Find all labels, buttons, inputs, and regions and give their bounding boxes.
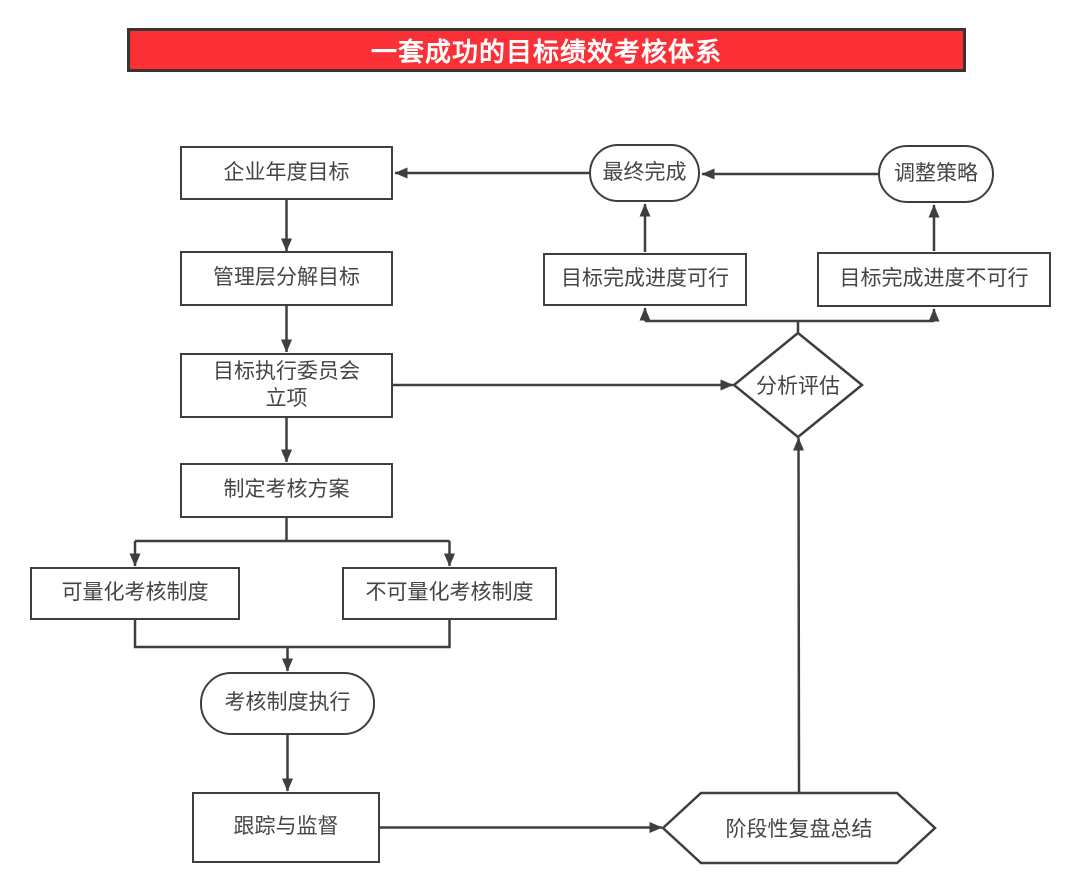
node-review-summary: 阶段性复盘总结 <box>663 793 935 863</box>
edge-plan-split-trunk <box>135 517 450 543</box>
node-label: 目标完成进度不可行 <box>839 267 1029 291</box>
node-nonquantifiable-system: 不可量化考核制度 <box>342 567 557 620</box>
edge-review-to-analyze <box>793 437 805 793</box>
node-progress-feasible: 目标完成进度可行 <box>543 253 747 306</box>
node-adjust-strategy: 调整策略 <box>878 145 994 203</box>
node-annual-goal: 企业年度目标 <box>180 146 393 200</box>
node-assessment-plan: 制定考核方案 <box>180 463 393 518</box>
node-committee: 目标执行委员会 立项 <box>180 353 393 418</box>
node-label: 考核制度执行 <box>224 691 351 715</box>
node-analyze-evaluate: 分析评估 <box>734 333 862 437</box>
node-execute-system: 考核制度执行 <box>200 672 375 735</box>
node-label: 调整策略 <box>894 161 978 185</box>
node-label: 不可量化考核制度 <box>365 581 534 605</box>
node-decompose-goal: 管理层分解目标 <box>180 251 393 306</box>
analyze-diamond-shape <box>732 331 864 439</box>
node-label: 最终完成 <box>602 160 687 184</box>
title-banner: 一套成功的目标绩效考核体系 <box>127 28 966 72</box>
page-title: 一套成功的目标绩效考核体系 <box>370 36 722 67</box>
node-label: 企业年度目标 <box>223 160 350 184</box>
review-hexagon-shape <box>661 791 937 865</box>
node-label: 制定考核方案 <box>223 478 350 502</box>
node-quantifiable-system: 可量化考核制度 <box>30 567 240 620</box>
node-label: 可量化考核制度 <box>61 581 209 605</box>
node-progress-infeasible: 目标完成进度不可行 <box>817 252 1051 307</box>
node-label: 管理层分解目标 <box>213 266 360 290</box>
node-final-complete: 最终完成 <box>589 144 700 202</box>
edge-merge-trunk <box>133 620 451 649</box>
node-track-supervise: 跟踪与监督 <box>192 792 380 863</box>
node-label: 目标执行委员会 立项 <box>213 360 360 410</box>
node-label: 阶段性复盘总结 <box>725 818 873 841</box>
node-label: 跟踪与监督 <box>233 815 339 839</box>
node-label: 目标完成进度可行 <box>561 267 729 291</box>
node-label: 分析评估 <box>756 375 840 398</box>
